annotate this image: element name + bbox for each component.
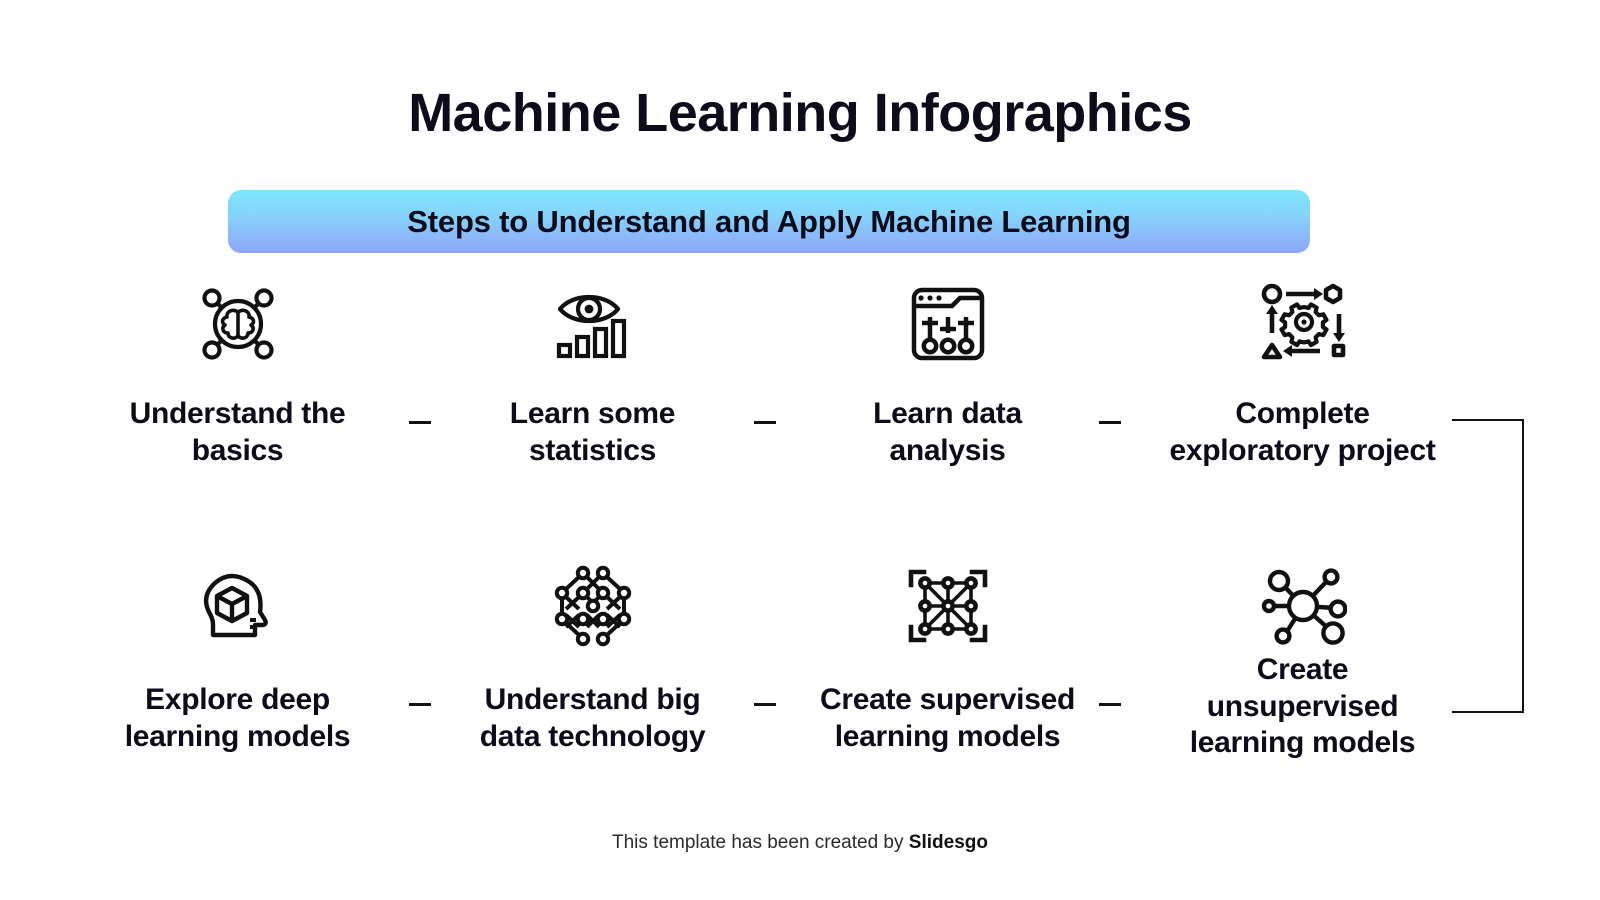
step-label-6: Understand big data technology xyxy=(428,682,758,755)
step-label-7-line2: learning models xyxy=(834,719,1061,753)
hub-cluster-icon xyxy=(1253,560,1353,652)
step-item-5[interactable]: Explore deep learning models xyxy=(60,560,415,762)
step-label-1: Understand the basics xyxy=(73,396,403,469)
step-label-4-line2: exploratory project xyxy=(1169,433,1436,467)
steps-row-bottom: Explore deep learning models xyxy=(60,560,1480,762)
step-label-5: Explore deep learning models xyxy=(73,682,403,755)
gear-workflow-icon xyxy=(1253,278,1353,370)
step-label-1-line2: basics xyxy=(191,433,284,467)
section-banner-label: Steps to Understand and Apply Machine Le… xyxy=(407,203,1131,239)
step-item-6[interactable]: Understand big data technology xyxy=(415,560,770,762)
step-label-6-line1: Understand big xyxy=(484,683,701,716)
step-item-3[interactable]: Learn data analysis xyxy=(770,278,1125,469)
step-label-8-line1: Create xyxy=(1256,653,1349,686)
step-label-6-line2: data technology xyxy=(479,719,706,753)
step-label-5-line1: Explore deep xyxy=(145,683,330,716)
step-label-8: Create unsupervised learning models xyxy=(1138,652,1468,762)
step-connector-2-3 xyxy=(754,421,776,424)
step-label-2-line1: Learn some xyxy=(509,397,676,430)
step-label-4: Complete exploratory project xyxy=(1138,396,1468,469)
step-item-2[interactable]: Learn some statistics xyxy=(415,278,770,469)
footer-credit-text: This template has been created by xyxy=(612,832,909,853)
step-label-7: Create supervised learning models xyxy=(783,682,1113,755)
step-label-4-line1: Complete xyxy=(1235,397,1370,430)
step-label-2-line2: statistics xyxy=(528,433,657,467)
step-label-8-line2: unsupervised xyxy=(1206,689,1399,723)
step-item-4[interactable]: Complete exploratory project xyxy=(1125,278,1480,469)
eye-bar-chart-icon xyxy=(543,278,643,370)
steps-row-top: Understand the basics Learn some statist… xyxy=(60,278,1480,469)
step-connector-5-6 xyxy=(409,703,431,706)
step-item-1[interactable]: Understand the basics xyxy=(60,278,415,469)
footer-credit: This template has been created by Slides… xyxy=(0,832,1600,854)
head-cube-icon xyxy=(188,560,288,652)
section-banner: Steps to Understand and Apply Machine Le… xyxy=(228,190,1310,253)
step-label-3-line2: analysis xyxy=(889,433,1006,467)
step-connector-6-7 xyxy=(754,703,776,706)
step-label-1-line1: Understand the xyxy=(129,397,346,430)
brain-network-icon xyxy=(188,278,288,370)
step-label-2: Learn some statistics xyxy=(428,396,758,469)
node-grid-frame-icon xyxy=(898,560,998,652)
step-label-5-line2: learning models xyxy=(124,719,351,753)
step-label-3-line1: Learn data xyxy=(873,397,1022,430)
dashboard-sliders-icon xyxy=(898,278,998,370)
step-label-7-line1: Create supervised xyxy=(819,683,1076,716)
step-connector-1-2 xyxy=(409,421,431,424)
step-item-8[interactable]: Create unsupervised learning models xyxy=(1125,560,1480,762)
step-item-7[interactable]: Create supervised learning models xyxy=(770,560,1125,762)
footer-brand: Slidesgo xyxy=(908,832,988,853)
node-lattice-icon xyxy=(543,560,643,652)
page-title: Machine Learning Infographics xyxy=(408,83,1192,143)
step-connector-7-8 xyxy=(1099,703,1121,706)
step-connector-3-4 xyxy=(1099,421,1121,424)
row-wrap-bracket xyxy=(1452,419,1524,713)
step-label-8-line3: learning models xyxy=(1189,726,1416,760)
step-label-3: Learn data analysis xyxy=(783,396,1113,469)
